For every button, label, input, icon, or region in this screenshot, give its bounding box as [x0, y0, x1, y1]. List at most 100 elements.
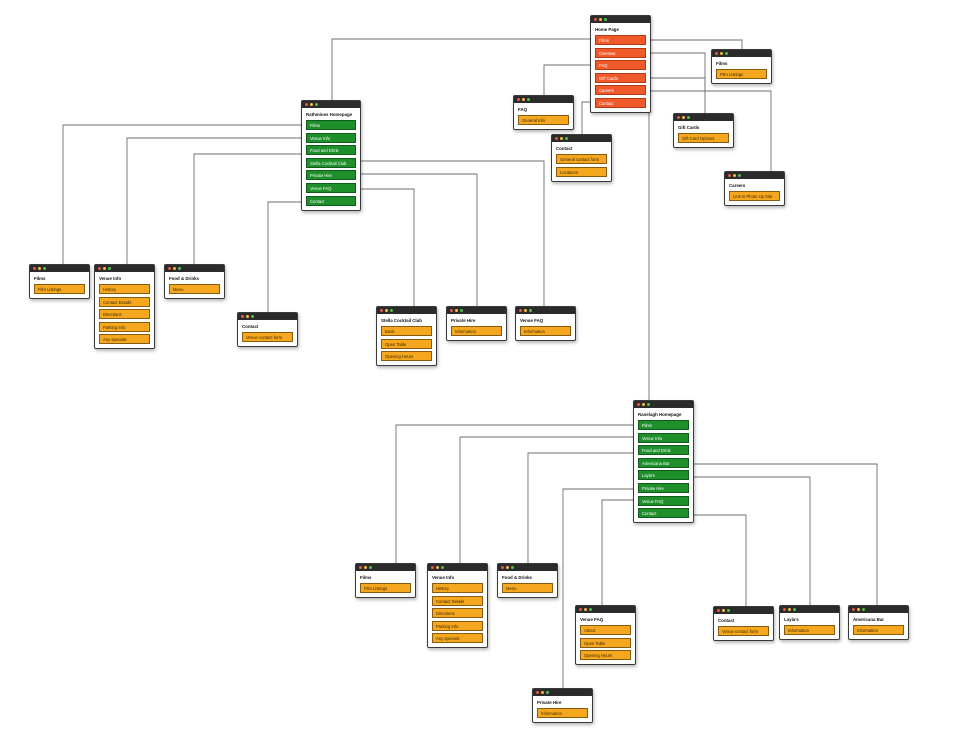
menu-item-information[interactable]: Information	[520, 326, 571, 336]
connector-line	[601, 499, 636, 605]
window-titlebar	[714, 607, 773, 614]
menu-item-history[interactable]: History	[432, 583, 483, 593]
menu-item-contact-details[interactable]: Contact Details	[432, 595, 483, 606]
maximize-dot-icon	[390, 309, 393, 312]
maximize-dot-icon	[315, 103, 318, 106]
menu-item-films[interactable]: Films	[638, 420, 689, 430]
menu-item-film-listings[interactable]: Film Listings	[360, 583, 411, 593]
menu-item-link-to-photo-up-site[interactable]: Link to Photo Up Site	[729, 191, 780, 201]
maximize-dot-icon	[565, 137, 568, 140]
window-item-list: Gift Card Options	[674, 131, 733, 147]
connector-line	[648, 39, 743, 49]
maximize-dot-icon	[369, 566, 372, 569]
menu-item-opening-hours[interactable]: Opening Hours	[381, 351, 432, 362]
maximize-dot-icon	[460, 309, 463, 312]
menu-item-book[interactable]: Book	[381, 326, 432, 336]
menu-item-cinemas[interactable]: Cinemas	[595, 47, 646, 58]
connector-line	[648, 90, 772, 171]
window-title: Venue Info	[432, 575, 455, 580]
menu-item-layla-s[interactable]: Layla's	[638, 470, 689, 481]
menu-item-information[interactable]: Information	[853, 625, 904, 635]
menu-item-food-and-drink[interactable]: Food and Drink	[306, 145, 356, 156]
menu-item-information[interactable]: Information	[537, 708, 588, 718]
menu-item-venue-info[interactable]: Venue Info	[306, 132, 356, 143]
window-item-list: Information	[533, 706, 592, 722]
menu-item-venue-contact-form[interactable]: Venue contact form	[242, 332, 293, 342]
connector-line	[581, 101, 592, 134]
minimize-dot-icon	[720, 52, 723, 55]
menu-item-films[interactable]: Films	[595, 35, 646, 45]
maximize-dot-icon	[441, 566, 444, 569]
menu-item-venue-info[interactable]: Venue Info	[638, 432, 689, 443]
menu-item-faq[interactable]: FAQ	[595, 60, 646, 71]
window-item-list: Menu	[498, 581, 557, 597]
menu-item-gift-card-options[interactable]: Gift Card Options	[678, 133, 729, 143]
minimize-dot-icon	[38, 267, 41, 270]
connector-line	[562, 488, 636, 688]
window-titlebar	[356, 564, 415, 571]
menu-item-directions[interactable]: Directions	[99, 309, 150, 320]
menu-item-films[interactable]: Films	[306, 120, 356, 130]
menu-item-gift-cards[interactable]: Gift Cards	[595, 72, 646, 83]
window-title: Gift Cards	[678, 125, 700, 130]
minimize-dot-icon	[524, 309, 527, 312]
window-title: Rathmines Homepage	[306, 112, 353, 117]
menu-item-contact-details[interactable]: Contact Details	[99, 296, 150, 307]
menu-item-venue-contact-form[interactable]: Venue contact form	[718, 626, 769, 636]
connector-line	[356, 188, 415, 306]
close-dot-icon	[717, 609, 720, 612]
menu-item-history[interactable]: History	[99, 284, 150, 294]
menu-item-about[interactable]: About	[580, 625, 631, 635]
menu-item-americana-bar[interactable]: Americana Bar	[638, 457, 689, 468]
menu-item-film-listings[interactable]: Film Listings	[34, 284, 85, 294]
menu-item-any-specials[interactable]: Any specials	[99, 334, 150, 345]
menu-item-parking-info[interactable]: Parking Info	[99, 321, 150, 332]
window-titlebar	[674, 114, 733, 121]
menu-item-venue-faq[interactable]: Venue FAQ	[638, 495, 689, 506]
menu-item-locations[interactable]: Locations	[556, 166, 607, 177]
menu-item-stella-cocktail-club[interactable]: Stella Cocktail Club	[306, 157, 356, 168]
menu-item-menu[interactable]: Menu	[502, 583, 553, 593]
minimize-dot-icon	[385, 309, 388, 312]
connector-line	[395, 424, 636, 563]
window-item-list: Venue contact form	[714, 624, 773, 640]
window-titlebar	[95, 265, 154, 272]
menu-item-menu[interactable]: Menu	[169, 284, 220, 294]
menu-item-any-specials[interactable]: Any specials	[432, 633, 483, 644]
window-item-list: General Info	[514, 113, 573, 129]
minimize-dot-icon	[722, 609, 725, 612]
menu-item-food-and-drink[interactable]: Food and Drink	[638, 445, 689, 456]
connector-line	[690, 476, 811, 605]
menu-item-opening-hours[interactable]: Opening Hours	[580, 650, 631, 661]
window-titlebar	[447, 307, 506, 314]
menu-item-contact[interactable]: Contact	[595, 97, 646, 108]
menu-item-private-hire[interactable]: Private Hire	[638, 482, 689, 493]
connector-line	[331, 38, 592, 100]
menu-item-contact[interactable]: Contact	[638, 508, 689, 519]
menu-item-careers[interactable]: Careers	[595, 85, 646, 96]
menu-item-venue-faq[interactable]: Venue FAQ	[306, 182, 356, 193]
menu-item-parking-info[interactable]: Parking Info	[432, 620, 483, 631]
window-title: Films	[34, 276, 46, 281]
menu-item-information[interactable]: Information	[784, 625, 835, 635]
connector-line	[459, 436, 636, 563]
menu-item-general-info[interactable]: General Info	[518, 115, 569, 125]
menu-item-information[interactable]: Information	[451, 326, 502, 336]
menu-item-general-contact-form[interactable]: General contact form	[556, 154, 607, 164]
menu-item-film-listings[interactable]: Film Listings	[716, 69, 767, 79]
menu-item-directions[interactable]: Directions	[432, 608, 483, 619]
menu-item-open-table[interactable]: Open Table	[580, 637, 631, 648]
menu-item-open-table[interactable]: Open Table	[381, 338, 432, 349]
menu-item-contact[interactable]: Contact	[306, 195, 356, 206]
menu-item-private-hire[interactable]: Private Hire	[306, 170, 356, 181]
minimize-dot-icon	[436, 566, 439, 569]
